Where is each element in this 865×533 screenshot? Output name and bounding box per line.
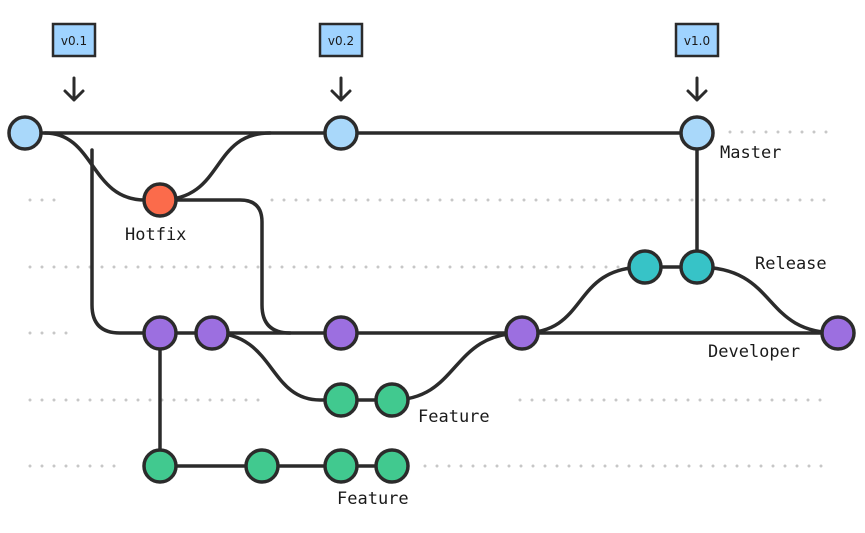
swim-lanes [28,130,830,468]
commit-master [679,115,715,151]
commit-feature [323,382,359,418]
commit-feature [244,448,280,484]
arrow-down-icon [330,76,352,102]
edge-hotfix-to-developer [158,198,292,335]
tag-label: v0.2 [328,34,354,48]
tag-label: v0.1 [61,34,87,48]
commit-release [627,249,663,285]
commit-hotfix [142,182,178,218]
tag-v1-0: v1.0 [674,22,720,102]
edge-feature-1-to-developer [390,331,524,402]
commit-feature [374,448,410,484]
label-release: Release [755,254,827,274]
tag-label: v1.0 [684,34,710,48]
commit-feature [323,448,359,484]
commit-master [7,115,43,151]
tag-box [51,22,97,58]
tag-v0-1: v0.1 [51,22,97,102]
label-developer: Developer [708,342,800,362]
label-master: Master [720,143,781,163]
arrow-down-icon [63,76,85,102]
commit-developer [142,315,178,351]
edge-developer-to-release [520,265,699,335]
tag-box [674,22,720,58]
label-feature-2: Feature [337,489,409,509]
commit-feature [142,448,178,484]
label-hotfix: Hotfix [125,225,186,245]
commit-developer [323,315,359,351]
commit-feature [374,382,410,418]
branch-labels: Master Hotfix Release Developer Feature … [125,143,827,509]
edge-master-to-hotfix [43,131,162,202]
commits [7,115,856,484]
commit-developer [194,315,230,351]
arrow-down-icon [686,76,708,102]
edge-hotfix-to-master [158,131,272,202]
tag-box [318,22,364,58]
label-feature-1: Feature [418,407,490,427]
commit-master [323,115,359,151]
tag-v0-2: v0.2 [318,22,364,102]
edge-developer-to-feature-1 [210,331,394,402]
commit-developer [504,315,540,351]
commit-release [679,249,715,285]
edge-master-to-developer [90,148,162,335]
edge-release-to-developer [695,265,840,335]
commit-developer [820,315,856,351]
